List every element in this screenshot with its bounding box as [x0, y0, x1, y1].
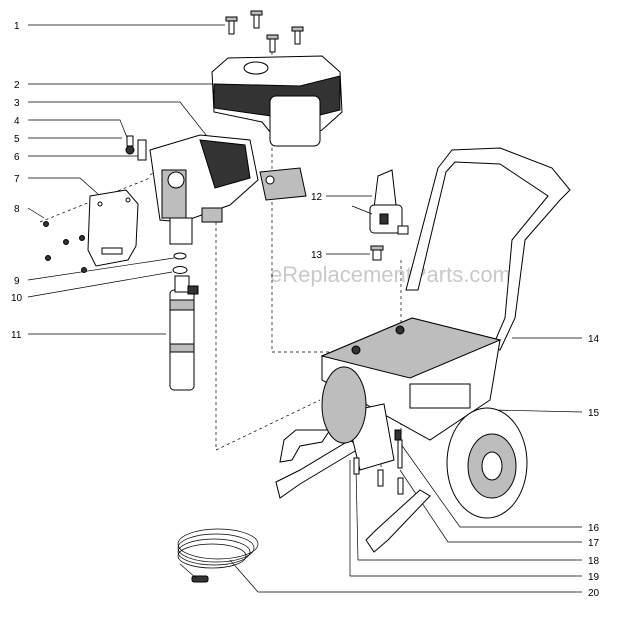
callout-8[interactable]: 8: [14, 204, 20, 215]
callout-2[interactable]: 2: [14, 80, 20, 91]
callout-11[interactable]: 11: [11, 330, 22, 341]
filter-assembly-icon: [351, 169, 409, 235]
callout-16[interactable]: 16: [588, 523, 600, 534]
engine-icon: [211, 55, 343, 201]
pump-cylinder-icon: [169, 275, 199, 391]
wheels-icon: [321, 366, 528, 519]
callout-9[interactable]: 9: [14, 276, 20, 287]
left-leaders: [27, 24, 225, 335]
callout-14[interactable]: 14: [588, 334, 600, 345]
hose-icon: [177, 528, 259, 583]
callout-17[interactable]: 17: [588, 538, 600, 549]
callout-10[interactable]: 10: [11, 293, 23, 304]
watermark-text: eReplacementParts.com: [270, 262, 511, 287]
callout-13[interactable]: 13: [311, 250, 323, 261]
callout-4[interactable]: 4: [14, 116, 20, 127]
callout-20[interactable]: 20: [588, 588, 600, 599]
hardware-icon: [353, 429, 404, 495]
callout-6[interactable]: 6: [14, 152, 20, 163]
front-cover-icon: [87, 189, 139, 267]
callout-12[interactable]: 12: [311, 192, 323, 203]
callout-19[interactable]: 19: [588, 572, 600, 583]
callout-7[interactable]: 7: [14, 174, 20, 185]
screws-icon: [43, 221, 87, 273]
callout-18[interactable]: 18: [588, 556, 600, 567]
pump-housing-icon: [149, 134, 259, 245]
callout-5[interactable]: 5: [14, 134, 20, 145]
callout-3[interactable]: 3: [14, 98, 20, 109]
seal-rings-icon: [172, 252, 188, 274]
bolts-icon: [225, 10, 304, 53]
right-callouts: 12 13 14 15 16 17 18 19 20: [311, 192, 600, 599]
fitting-icon: [370, 245, 384, 261]
callout-15[interactable]: 15: [588, 408, 600, 419]
small-parts-icon: [125, 135, 147, 161]
left-callouts: 1 2 3 4 5 6 7 8 9 10 11: [11, 21, 23, 341]
callout-1[interactable]: 1: [14, 21, 20, 32]
